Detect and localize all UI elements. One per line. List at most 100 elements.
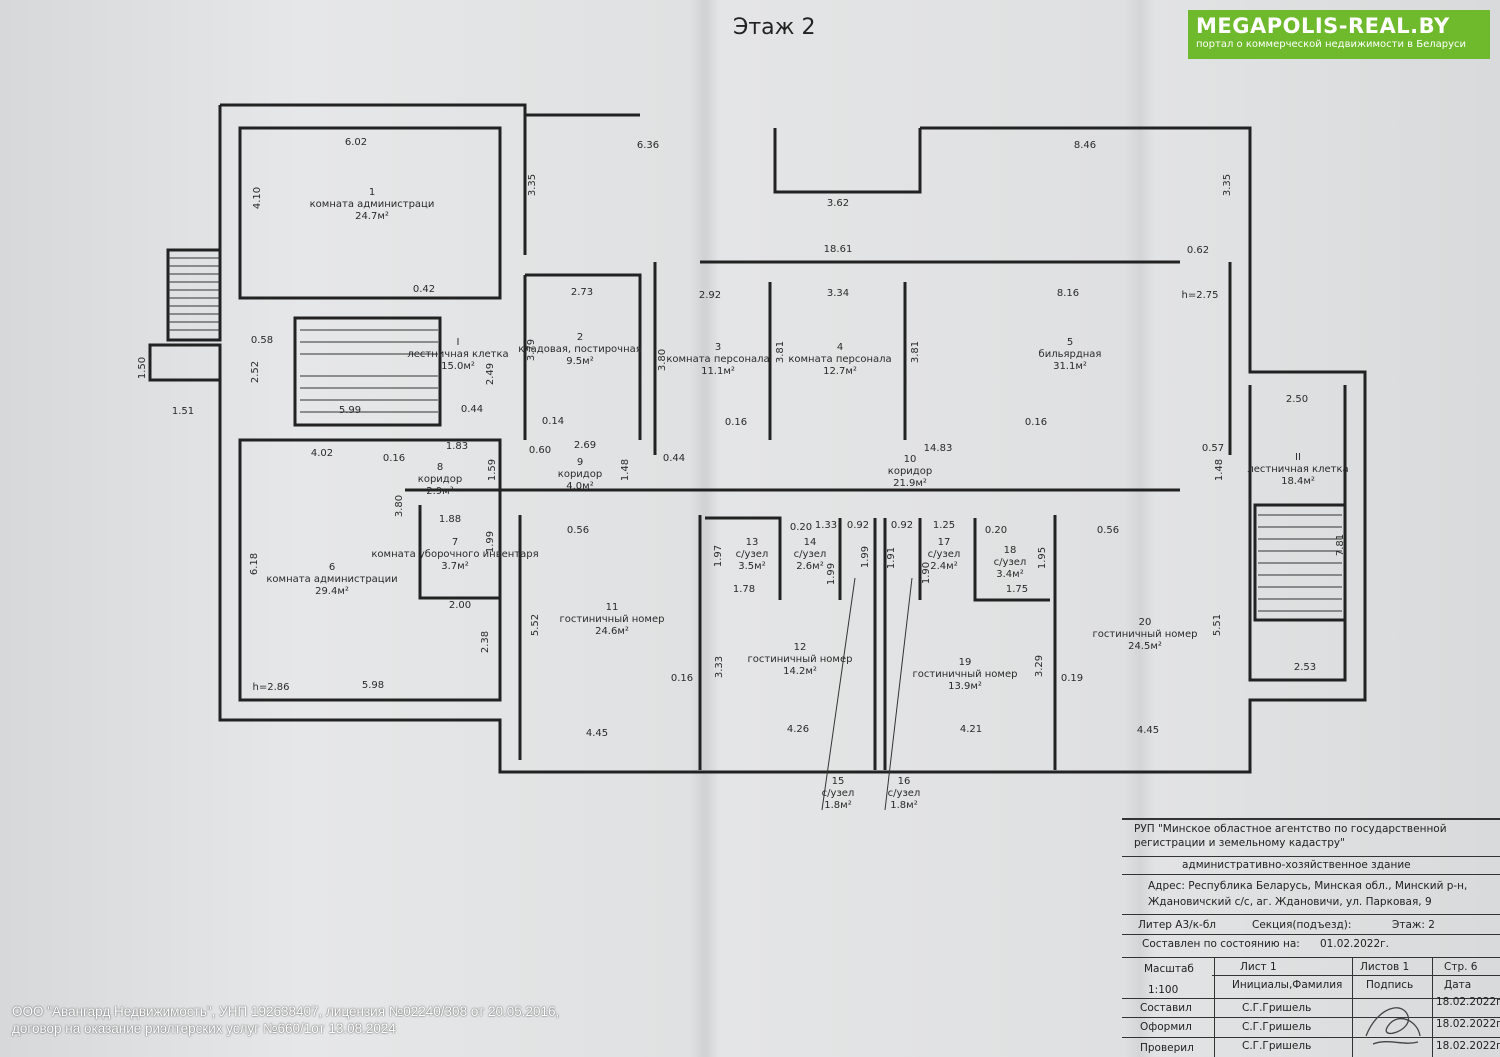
dimension-label: 0.56 [1097, 525, 1119, 536]
stamp-address: Адрес: Республика Беларусь, Минская обл.… [1148, 880, 1468, 908]
dimension-label: 1.83 [446, 441, 468, 452]
dimension-label: 0.14 [542, 416, 564, 427]
stair-treads [1258, 514, 1342, 612]
dimension-label: 1.97 [713, 545, 724, 567]
dimension-label: 3.81 [910, 341, 921, 363]
stamp-date: 18.02.2022г. [1436, 996, 1500, 1008]
dimension-label: 3.80 [394, 495, 405, 517]
dimension-label: 1.99 [826, 563, 837, 585]
dimension-label: 6.02 [345, 137, 367, 148]
dimension-label: 2.49 [485, 363, 496, 385]
dimension-label: 2.69 [574, 440, 596, 451]
dimension-label: 0.58 [251, 335, 273, 346]
interior-wall [238, 438, 502, 702]
dimension-label: 4.21 [960, 724, 982, 735]
stamp-date: 18.02.2022г. [1436, 1018, 1500, 1030]
dimension-label: 5.51 [1212, 614, 1223, 636]
stair-treads [168, 257, 220, 331]
dimension-label: 0.92 [847, 520, 869, 531]
footer-line: договор на оказание риэлтерских услуг №6… [12, 1021, 396, 1036]
logo-name: MEGAPOLIS-REAL.BY [1196, 14, 1450, 38]
dimension-label: 0.20 [985, 525, 1007, 536]
dimension-label: 2.50 [1286, 394, 1308, 405]
dimension-label: 3.62 [827, 198, 849, 209]
dimension-label: 18.61 [824, 244, 853, 255]
dimension-label: 2.52 [250, 361, 261, 383]
dimension-label: 2.53 [1294, 662, 1316, 673]
dimension-label: 3.80 [657, 349, 668, 371]
dimension-label: 6.18 [249, 553, 260, 575]
stamp-state: Составлен по состоянию на: [1142, 938, 1300, 950]
dimension-label: 1.48 [1214, 459, 1225, 481]
stairs [293, 316, 1347, 622]
logo-tagline: портал о коммерческой недвижимости в Бел… [1196, 39, 1466, 50]
stamp-person: С.Г.Гришель [1242, 1040, 1312, 1052]
stamp-page-header: Стр. 6 [1444, 961, 1478, 973]
dimension-label: 1.51 [172, 406, 194, 417]
dimension-label: 4.45 [586, 728, 608, 739]
stamp-litera: Литер А3/к-бл [1138, 919, 1217, 931]
dimension-label: 4.02 [311, 448, 333, 459]
dimension-label: 4.10 [252, 187, 263, 209]
dimension-label: 1.33 [815, 520, 837, 531]
dimension-label: 0.16 [383, 453, 405, 464]
dimension-label: 0.19 [1061, 673, 1083, 684]
signature [1365, 1007, 1421, 1045]
dimension-label: 1.90 [921, 562, 932, 584]
interior-wall [500, 488, 1180, 770]
stamp-building: административно-хозяйственное здание [1182, 859, 1411, 871]
stamp-role: Оформил [1140, 1021, 1192, 1033]
stamp-floor: Этаж: 2 [1392, 919, 1435, 931]
dimension-label: 1.88 [439, 514, 461, 525]
exterior-wall [220, 103, 1252, 255]
dimension-label: 5.98 [362, 680, 384, 691]
dimension-label: 0.16 [1025, 417, 1047, 428]
dimension-label: 2.00 [449, 600, 471, 611]
dimension-label: 1.95 [1037, 547, 1048, 569]
dimension-label: 1.48 [620, 459, 631, 481]
stamp-sign-header: Подпись [1366, 979, 1414, 991]
interior-wall [705, 516, 1050, 770]
stamp-date-header: Дата [1444, 979, 1472, 991]
stamp-date: 18.02.2022г. [1436, 1040, 1500, 1052]
stamp-org: РУП "Минское областное агентство по госу… [1134, 823, 1447, 849]
stamp-role: Составил [1140, 1002, 1192, 1014]
dimension-label: 0.42 [413, 284, 435, 295]
site-logo[interactable]: MEGAPOLIS-REAL.BY портал о коммерческой … [1188, 10, 1490, 59]
stamp-person: С.Г.Гришель [1242, 1002, 1312, 1014]
dimension-label: 2.73 [571, 287, 593, 298]
diagonal-leader [821, 577, 913, 811]
interior-wall [700, 260, 1347, 682]
floor-title: Этаж 2 [733, 15, 815, 40]
stamp-role: Проверил [1140, 1042, 1194, 1054]
dimension-label: 1.99 [485, 531, 496, 553]
stamp-initials-header: Инициалы,Фамилия [1232, 979, 1343, 991]
dimension-label: 3.35 [1222, 174, 1233, 196]
interior-wall [238, 126, 502, 300]
dimension-label: 6.36 [637, 140, 659, 151]
dimension-label: 3.33 [714, 656, 725, 678]
dimension-label: 5.52 [530, 614, 541, 636]
dimension-label: 3.29 [1034, 655, 1045, 677]
dimension-label: 0.44 [663, 453, 685, 464]
dimension-label: 14.83 [924, 443, 953, 454]
dimension-label: 4.26 [787, 724, 809, 735]
dimension-label: 0.62 [1187, 245, 1209, 256]
